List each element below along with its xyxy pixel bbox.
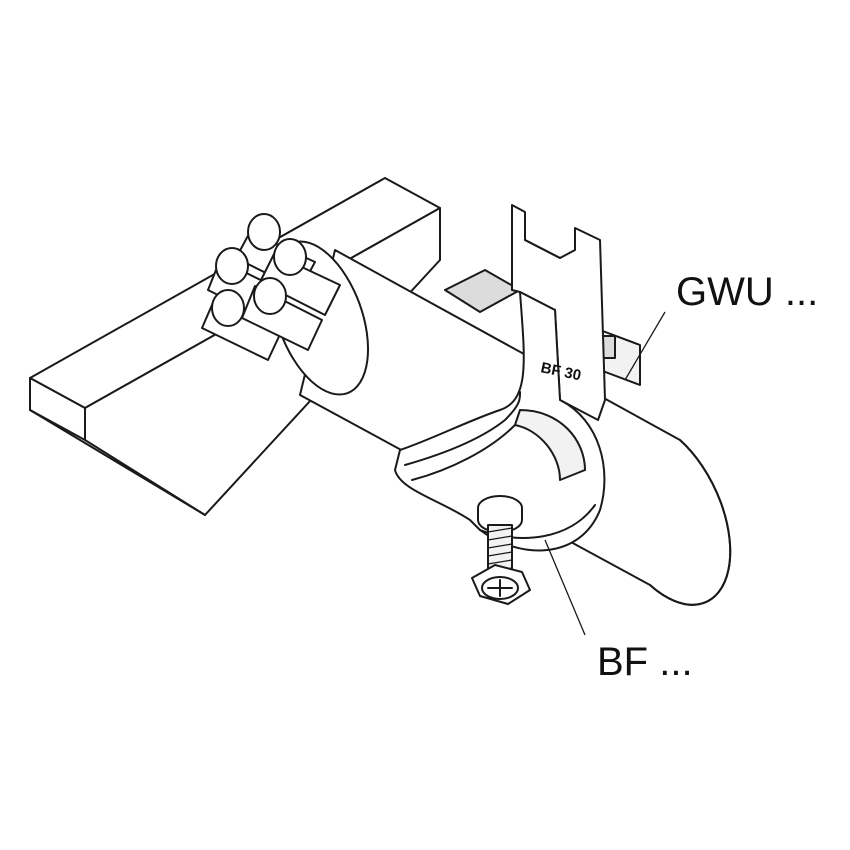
cable-4 bbox=[201, 289, 283, 361]
bf-label: BF ... bbox=[597, 640, 693, 684]
clamp-band bbox=[394, 291, 606, 552]
bf-leader bbox=[544, 539, 586, 636]
gwu-leader bbox=[624, 311, 666, 381]
cable-5 bbox=[241, 277, 323, 351]
plate-slot bbox=[444, 269, 521, 313]
gwu-nut bbox=[602, 335, 616, 359]
leader-lines bbox=[544, 311, 666, 636]
gwu-label: GWU ... bbox=[676, 270, 818, 314]
clamp-inner-curve bbox=[514, 409, 586, 481]
gwu-bracket bbox=[599, 329, 641, 386]
slot-opening bbox=[444, 269, 521, 313]
clamp-screw bbox=[471, 495, 531, 605]
bf-clamp: BF 30 bbox=[394, 204, 606, 552]
screw-drive-icon bbox=[487, 579, 513, 597]
cables bbox=[201, 213, 341, 361]
cable-2 bbox=[259, 238, 341, 316]
